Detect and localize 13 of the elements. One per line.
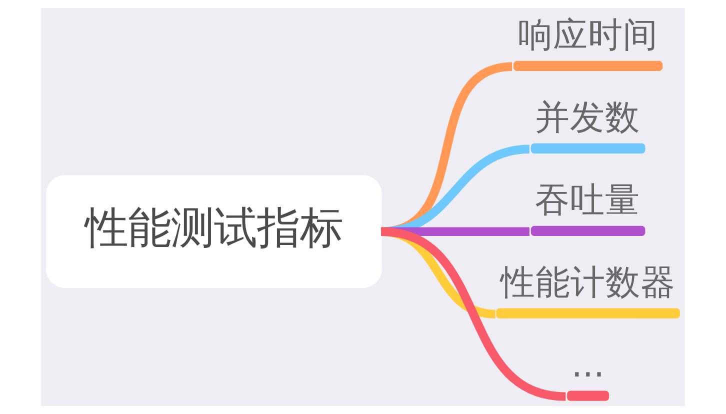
node-box (567, 390, 610, 401)
node-label: 响应时间 (518, 16, 658, 56)
connector (380, 144, 530, 236)
node-box (530, 143, 646, 154)
node-label: 性能计数器 (500, 263, 676, 304)
node-label: ... (571, 346, 605, 386)
connector (380, 227, 566, 401)
node-box: 性能测试指标 (46, 175, 382, 288)
node-box (496, 308, 680, 318)
node-box (514, 60, 663, 71)
node-label: 并发数 (535, 98, 640, 138)
node-box (530, 226, 646, 236)
node-label: 吞吐量 (535, 180, 640, 221)
